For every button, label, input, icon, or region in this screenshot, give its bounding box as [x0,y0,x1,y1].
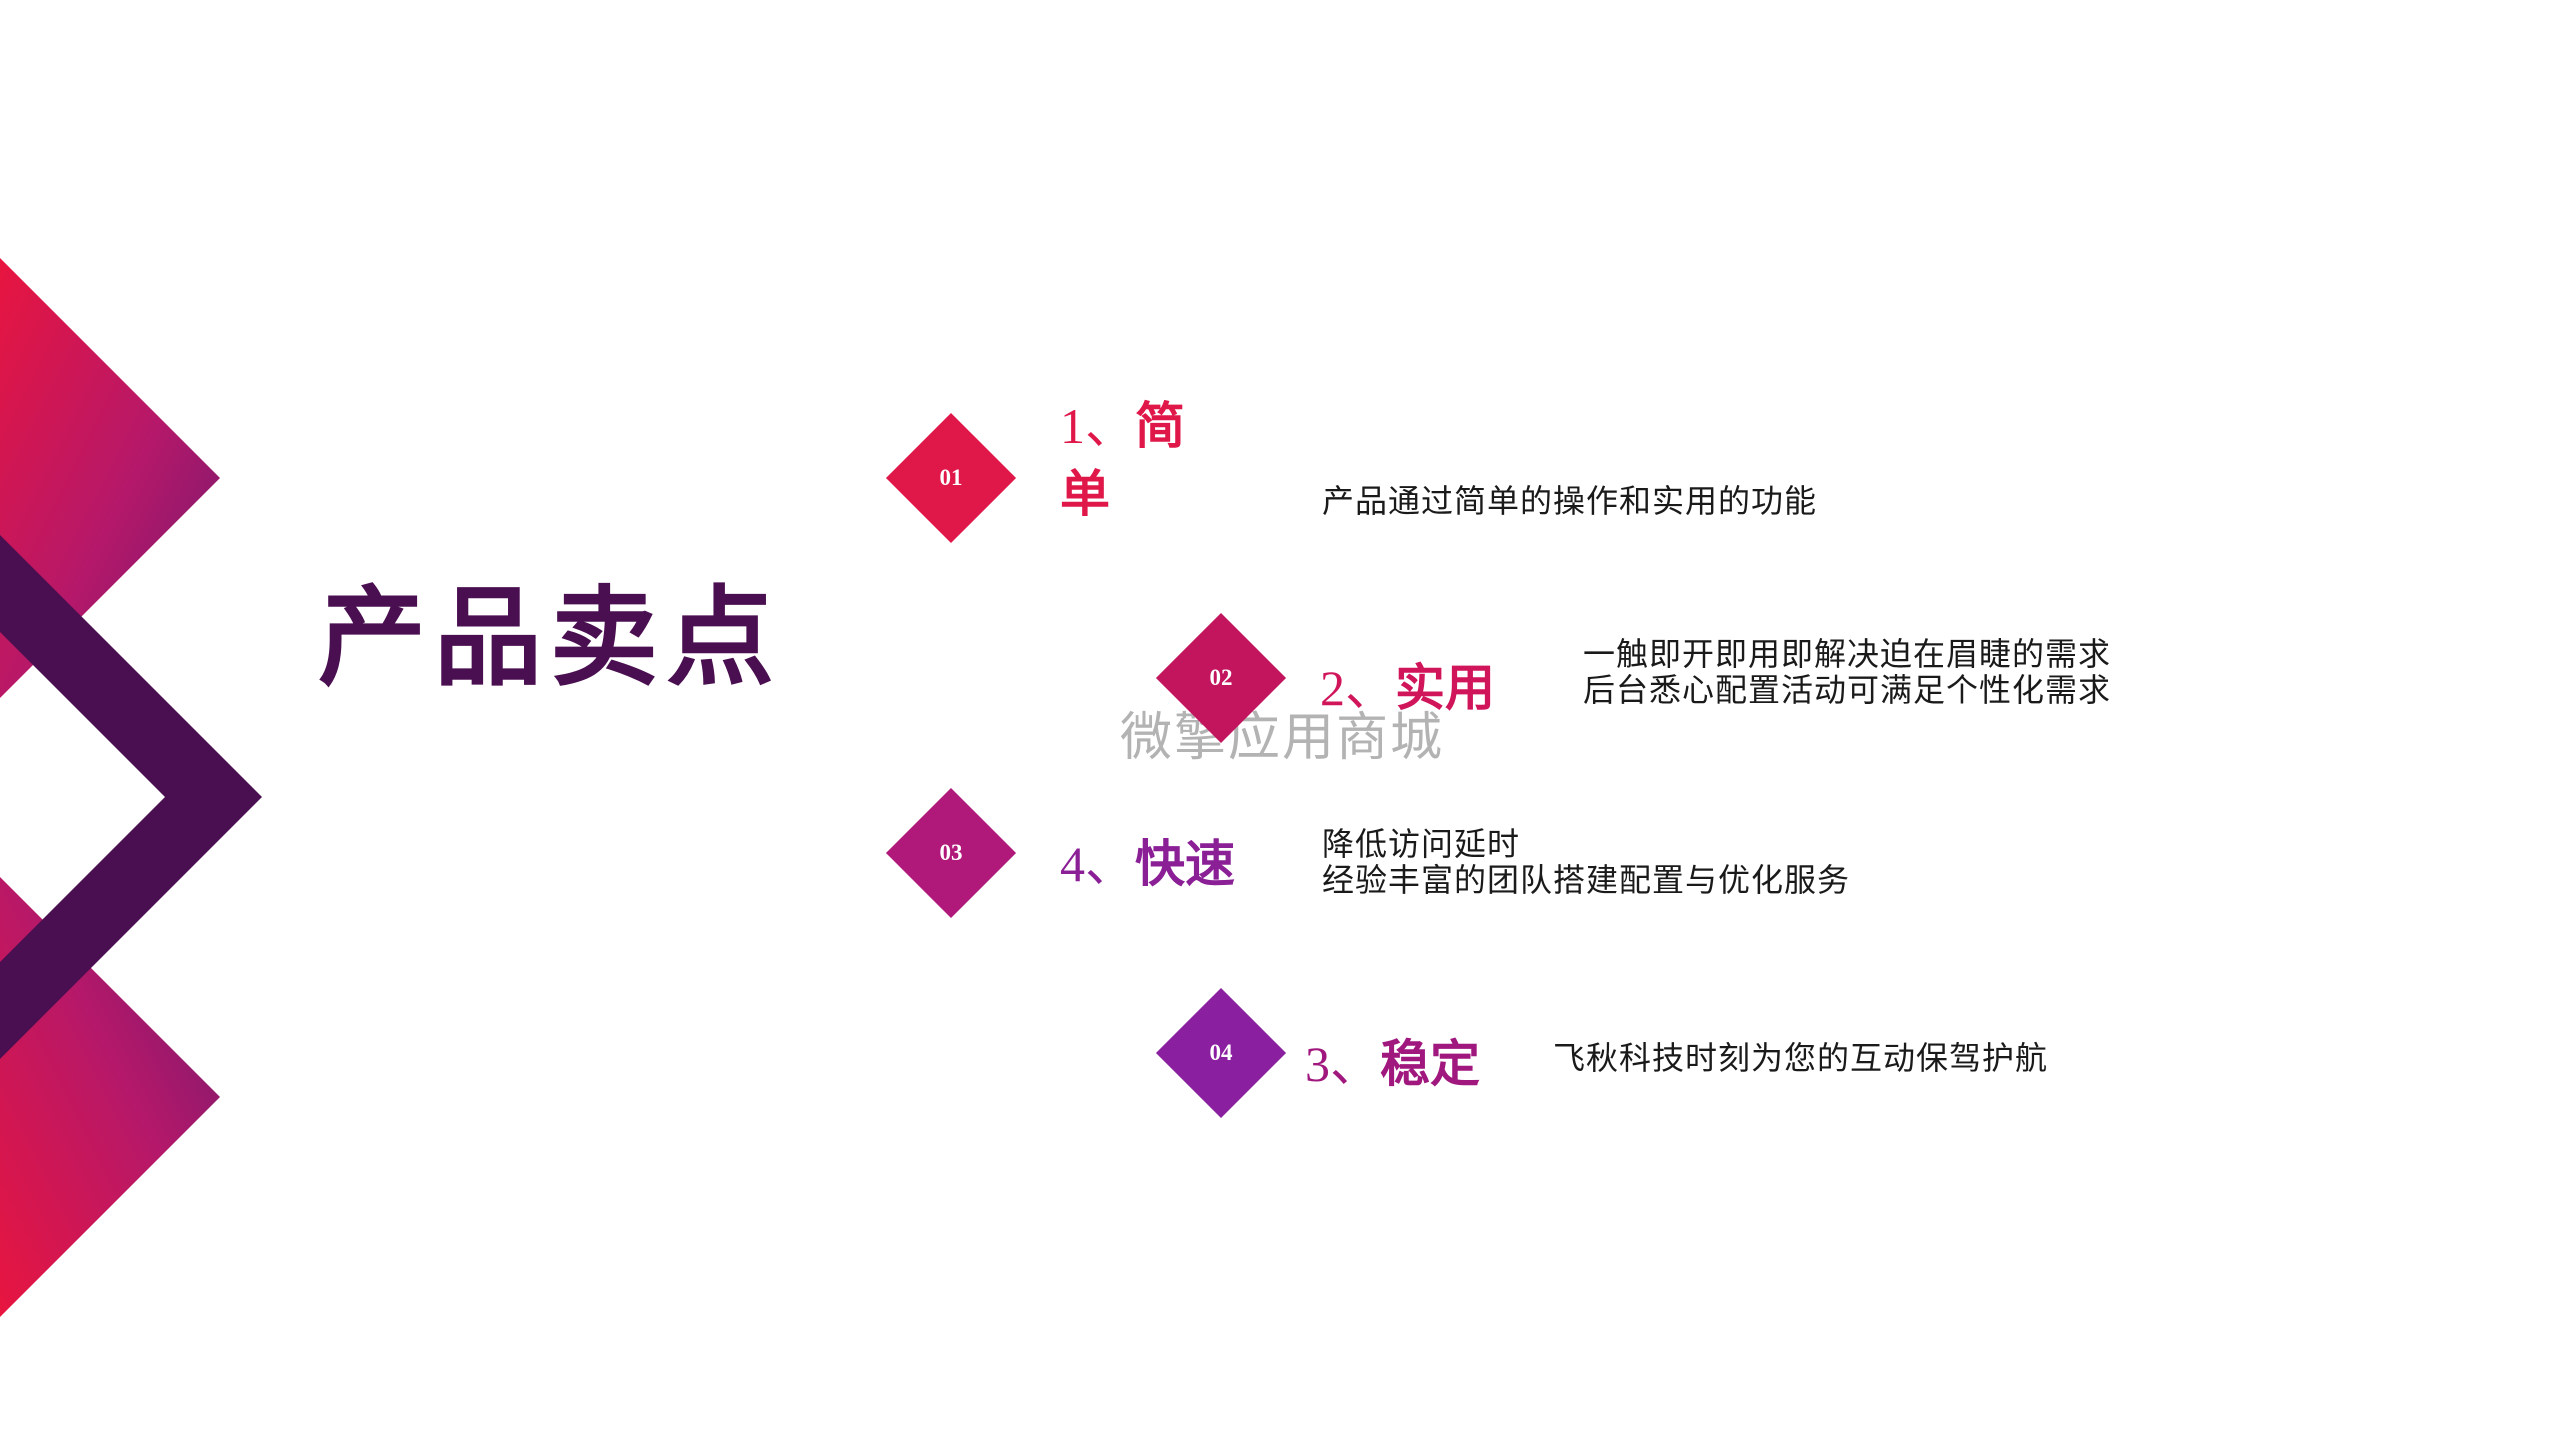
item-number: 3、 [1305,1036,1380,1092]
decor-dark-frame [0,535,262,1059]
item-title-text: 实用 [1395,659,1495,717]
item-desc-simple: 产品通过简单的操作和实用的功能 [1322,483,1817,519]
item-desc-stable: 飞秋科技时刻为您的互动保驾护航 [1553,1040,2048,1076]
left-decoration [0,258,262,1317]
item-title-simple: 1、简 单 [1060,392,1185,528]
desc-line: 降低访问延时 [1322,825,1521,863]
badge-number-04: 04 [1209,1040,1233,1065]
desc-line: 后台悉心配置活动可满足个性化需求 [1583,671,2112,709]
item-title-stable: 3、稳定 [1305,1030,1480,1098]
page-title: 产品卖点 [318,576,783,701]
item-title-line2: 单 [1060,465,1110,523]
item-desc-practical: 一触即开即用即解决迫在眉睫的需求 后台悉心配置活动可满足个性化需求 [1583,636,2111,708]
desc-line: 一触即开即用即解决迫在眉睫的需求 [1583,635,2112,673]
item-title-fast: 4、快速 [1060,830,1235,898]
item-desc-fast: 降低访问延时 经验丰富的团队搭建配置与优化服务 [1322,826,1850,898]
item-title-line1: 简 [1135,397,1185,455]
badge-number-01: 01 [939,465,963,490]
item-title-practical: 2、实用 [1320,654,1495,722]
item-title-text: 快速 [1135,835,1235,893]
badge-number-02: 02 [1209,665,1233,690]
watermark-text: 微擎应用商城 [1120,708,1445,768]
desc-line: 飞秋科技时刻为您的互动保驾护航 [1553,1039,2049,1077]
badge-number-03: 03 [939,840,963,865]
item-number: 2、 [1320,660,1395,716]
decor-upper-diamond [0,258,220,698]
desc-line: 经验丰富的团队搭建配置与优化服务 [1322,861,1851,899]
desc-line: 产品通过简单的操作和实用的功能 [1322,482,1818,520]
item-title-text: 稳定 [1380,1035,1480,1093]
item-number: 1、 [1060,398,1135,454]
item-number: 4、 [1060,836,1135,892]
